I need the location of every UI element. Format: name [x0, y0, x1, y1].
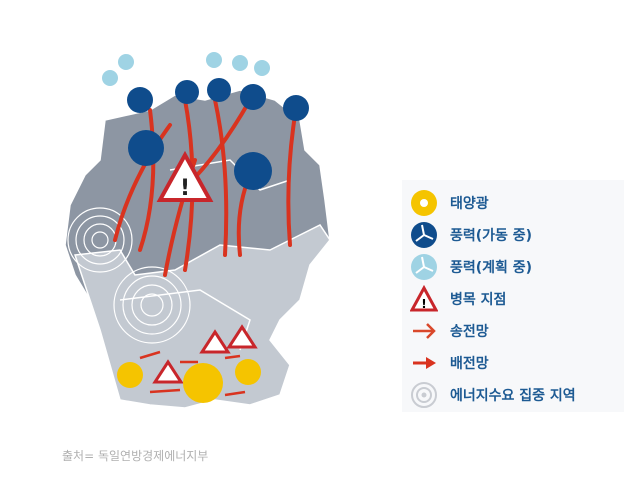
wind-turbine-planned-icon — [411, 254, 437, 280]
warning-triangle-icon: ! — [410, 285, 438, 312]
svg-text:!: ! — [421, 297, 426, 311]
legend: 태양광 풍력(가동 중) 풍력(계획 중) ! 병목 지점 송전망 배전망 에너… — [402, 180, 624, 412]
arrow-outline-icon — [413, 323, 436, 339]
source-caption: 출처= 독일연방경제에너지부 — [62, 449, 209, 463]
svg-text:!: ! — [180, 176, 190, 201]
solar-sites — [117, 359, 261, 403]
bottleneck-warnings: ! — [152, 150, 258, 384]
legend-item-demand: 에너지수요 집중 지역 — [410, 380, 576, 410]
legend-item-distribution: 배전망 — [410, 348, 489, 378]
legend-item-wind-planned: 풍력(계획 중) — [410, 252, 532, 282]
distribution-arrows — [139, 350, 246, 397]
concentric-circles-icon — [411, 382, 437, 408]
sun-icon — [411, 190, 437, 216]
legend-item-solar: 태양광 — [410, 188, 489, 218]
legend-item-transmission: 송전망 — [410, 316, 489, 346]
germany-map: ! — [64, 52, 331, 409]
planned-wind-turbines — [102, 52, 270, 86]
legend-item-wind-operating: 풍력(가동 중) — [410, 220, 532, 250]
operating-wind-turbines — [127, 78, 309, 190]
arrow-solid-icon — [413, 357, 436, 369]
wind-turbine-operating-icon — [411, 222, 437, 248]
legend-item-bottleneck: ! 병목 지점 — [410, 284, 506, 314]
